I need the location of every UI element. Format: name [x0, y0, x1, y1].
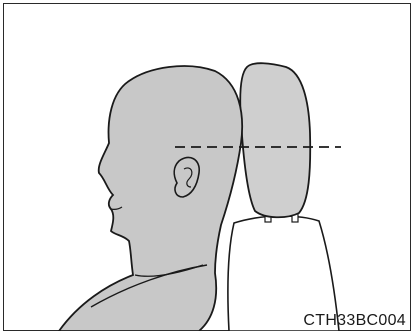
headrest — [240, 63, 310, 217]
person-silhouette — [59, 66, 242, 331]
headrest-illustration — [3, 3, 411, 331]
figure-code-label: CTH33BC004 — [303, 312, 406, 330]
